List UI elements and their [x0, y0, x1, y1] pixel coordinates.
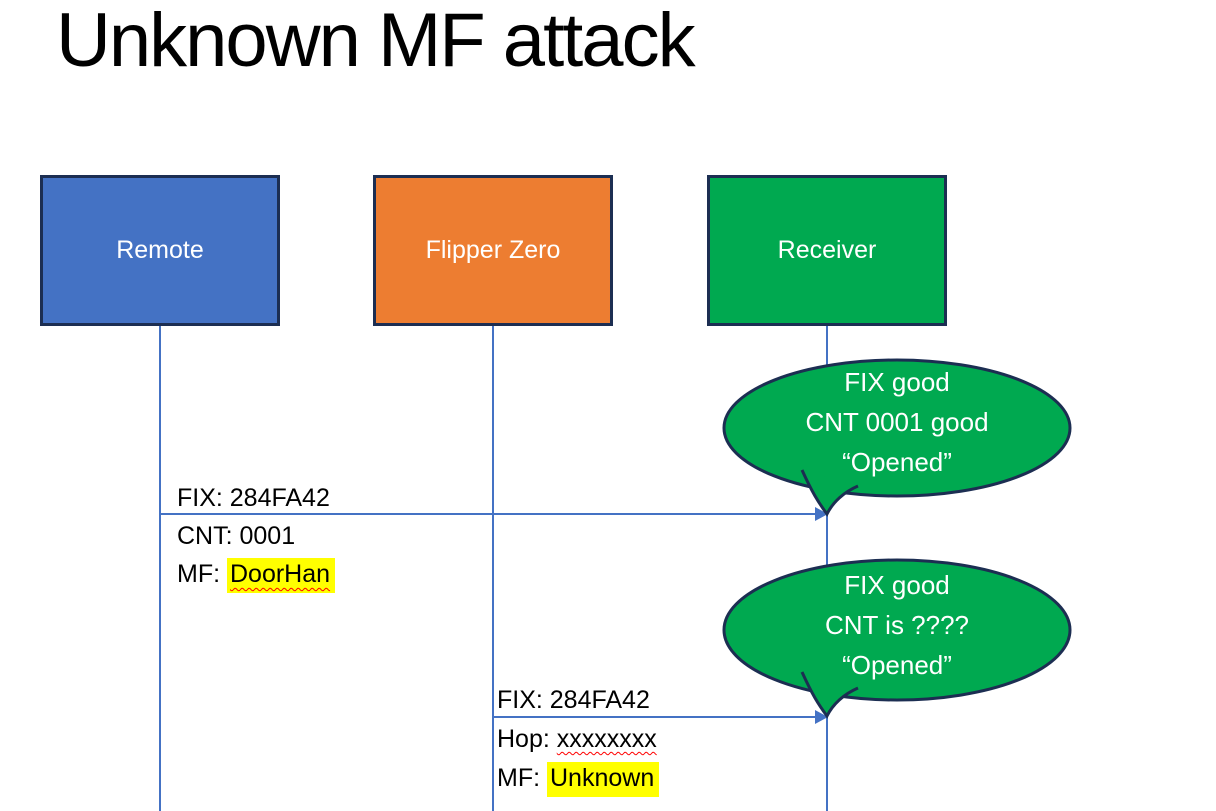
callout-bubble-1-shape [722, 358, 1072, 517]
callout-2-line-3: “Opened” [842, 650, 952, 680]
message-1-mf-value-highlighted: DoorHan [227, 558, 336, 593]
actor-box-flipper-zero: Flipper Zero [373, 175, 613, 326]
callout-1-line-1: FIX good [844, 367, 950, 397]
message-1-mf-line: MF: DoorHan [177, 555, 336, 593]
actor-box-remote: Remote [40, 175, 280, 326]
message-2-fix-line: FIX: 284FA42 [497, 681, 659, 720]
callout-2-text: FIX good CNT is ???? “Opened” [724, 565, 1070, 685]
message-1-fix-text: FIX: 284FA42 [177, 484, 330, 512]
message-2-label: FIX: 284FA42 Hop: xxxxxxxx MF: Unknown [497, 681, 660, 798]
lifeline-flipper-zero [492, 326, 494, 811]
message-arrow-flipper-to-receiver [493, 716, 816, 718]
message-2-hop-prefix: Hop: [497, 725, 557, 753]
callout-1-line-2: CNT 0001 good [805, 407, 989, 437]
slide-title: Unknown MF attack [56, 0, 696, 83]
actor-label-flipper-zero: Flipper Zero [425, 236, 561, 264]
callout-2-line-2: CNT is ???? [824, 610, 970, 640]
callout-2-line-1: FIX good [844, 570, 950, 600]
actor-label-receiver: Receiver [777, 236, 877, 264]
message-2-mf-prefix: MF: [497, 764, 547, 792]
callout-bubble-2-shape [722, 558, 1072, 719]
callout-1-text: FIX good CNT 0001 good “Opened” [724, 362, 1070, 482]
message-1-cnt-text: CNT: 0001 [177, 522, 296, 550]
message-1-mf-prefix: MF: [177, 560, 227, 588]
message-1-cnt-line: CNT: 0001 [177, 517, 335, 555]
message-2-mf-value-highlighted: Unknown [547, 762, 660, 797]
message-1-label: FIX: 284FA42 CNT: 0001 MF: DoorHan [177, 479, 336, 593]
message-1-fix-line: FIX: 284FA42 [177, 479, 335, 517]
actor-label-remote: Remote [116, 236, 204, 264]
message-2-fix-text: FIX: 284FA42 [497, 686, 650, 714]
message-2-hop-line: Hop: xxxxxxxx [497, 720, 659, 759]
actor-box-receiver: Receiver [707, 175, 947, 326]
lifeline-remote [159, 326, 161, 811]
message-arrow-remote-to-receiver [160, 513, 816, 515]
callout-1-line-3: “Opened” [842, 447, 952, 477]
message-2-hop-value: xxxxxxxx [556, 725, 657, 753]
message-2-mf-line: MF: Unknown [497, 759, 660, 798]
